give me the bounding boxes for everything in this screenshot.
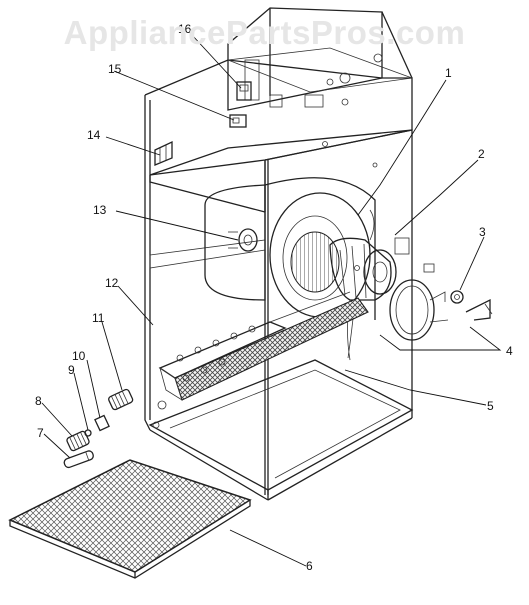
control-components — [154, 81, 252, 166]
blower-housing — [204, 177, 376, 320]
callout-7: 7 — [37, 426, 44, 440]
leader-lines — [41, 34, 502, 567]
callout-2: 2 — [478, 147, 485, 161]
callout-1: 1 — [445, 66, 452, 80]
callout-12: 12 — [105, 276, 119, 290]
small-parts — [63, 388, 134, 469]
callout-16: 16 — [178, 22, 192, 36]
motor-mount — [389, 263, 493, 341]
callout-3: 3 — [479, 225, 486, 239]
callout-11: 11 — [92, 311, 105, 325]
callout-9: 9 — [68, 363, 75, 377]
callout-6: 6 — [306, 559, 313, 573]
callout-15: 15 — [108, 62, 122, 76]
callout-4: 4 — [506, 344, 513, 358]
callout-labels: 1 2 3 4 5 6 7 8 9 10 11 12 13 14 15 16 — [35, 22, 513, 573]
callout-14: 14 — [87, 128, 101, 142]
watermark: AppliancePartsPros.com — [63, 14, 466, 51]
run-capacitor — [228, 228, 258, 252]
callout-10: 10 — [72, 349, 86, 363]
coil-assembly — [152, 291, 369, 429]
callout-13: 13 — [93, 203, 107, 217]
callout-8: 8 — [35, 394, 42, 408]
cabinet — [144, 7, 414, 501]
callout-5: 5 — [487, 399, 494, 413]
blower-motor — [329, 209, 410, 361]
air-filter — [8, 459, 252, 579]
